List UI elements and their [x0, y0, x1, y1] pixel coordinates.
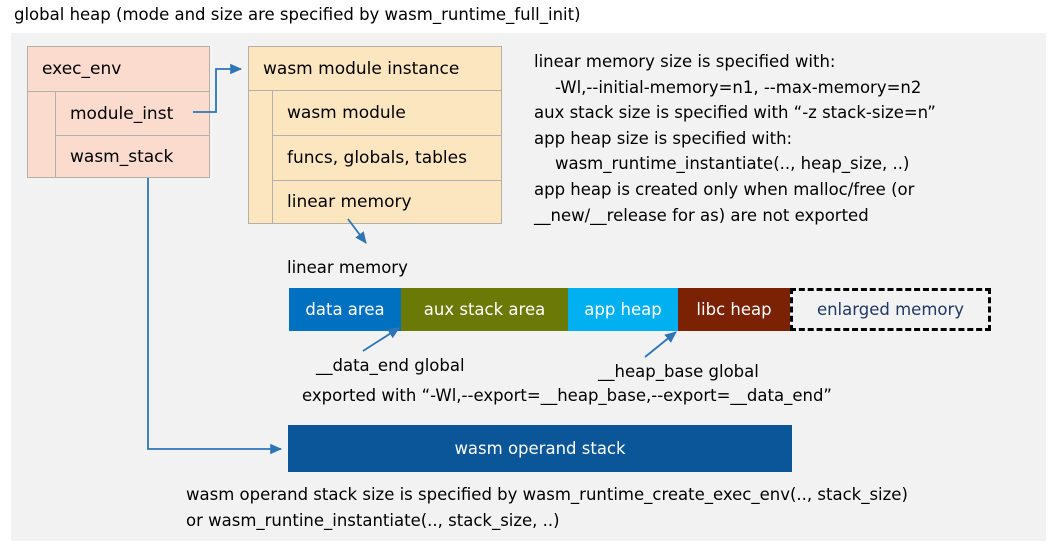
module-instance-header: wasm module instance	[249, 47, 501, 91]
wasm-operand-stack-label: wasm operand stack	[454, 439, 626, 458]
module-instance-gutter	[249, 91, 273, 224]
memory-segment-label: aux stack area	[423, 300, 546, 319]
operand-stack-note: wasm operand stack size is specified by …	[186, 485, 908, 530]
memory-segment-data-area: data area	[289, 288, 401, 331]
memory-segment-label: enlarged memory	[816, 300, 965, 319]
module-instance-body: wasm module funcs, globals, tables linea…	[249, 91, 501, 224]
linear-memory-notes: linear memory size is specified with: -W…	[534, 52, 936, 225]
memory-segment-label: app heap	[584, 300, 662, 319]
module-instance-row-wasm-module: wasm module	[287, 103, 406, 124]
memory-segment-label: libc heap	[696, 300, 772, 319]
module-instance-rows: wasm module funcs, globals, tables linea…	[273, 91, 501, 224]
linear-memory-bar: data area aux stack area app heap libc heap…	[289, 288, 991, 331]
wasm-module-instance-box: wasm module instance wasm module funcs, …	[248, 46, 502, 224]
memory-segment-app-heap: app heap	[568, 288, 678, 331]
exec-env-row-wasm-stack: wasm_stack	[56, 135, 209, 178]
exec-env-rows: module_inst wasm_stack	[56, 92, 209, 178]
exec-env-row-module-inst: module_inst	[70, 103, 174, 124]
module-instance-row-funcs-globals-tables: funcs, globals, tables	[273, 135, 501, 179]
memory-segment-enlarged-memory: enlarged memory	[790, 288, 991, 331]
exec-env-body: module_inst wasm_stack	[28, 92, 209, 178]
memory-segment-label: data area	[305, 300, 385, 319]
module-instance-row-linear-memory: linear memory	[273, 179, 501, 224]
linear-memory-caption: linear memory	[287, 258, 408, 277]
memory-segment-libc-heap: libc heap	[678, 288, 790, 331]
exec-env-box: exec_env module_inst wasm_stack	[27, 46, 210, 178]
exec-env-header: exec_env	[28, 47, 209, 92]
wasm-operand-stack-bar: wasm operand stack	[288, 425, 792, 472]
memory-segment-aux-stack-area: aux stack area	[401, 288, 568, 331]
diagram-title: global heap (mode and size are specified…	[14, 5, 581, 24]
export-flags-note: exported with “-Wl,--export=__heap_base,…	[302, 386, 832, 405]
exec-env-gutter	[28, 92, 56, 178]
heap-base-global-label: __heap_base global	[598, 362, 759, 381]
data-end-global-label: __data_end global	[316, 356, 465, 375]
